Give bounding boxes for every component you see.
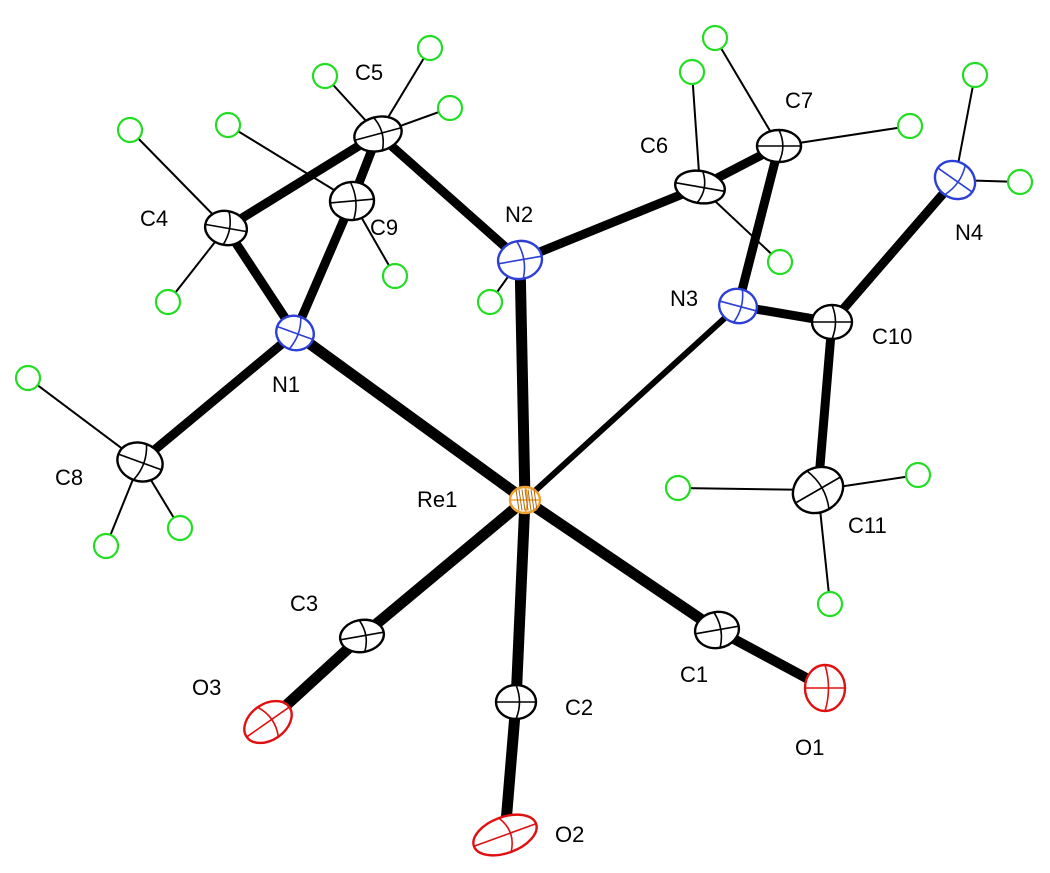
bond-c2-o2 [499,696,522,841]
hydrogen-atom [116,116,144,144]
atom-c10 [810,303,854,341]
label-c4: C4 [140,206,168,231]
atom-o3 [243,699,293,745]
label-c1: C1 [680,662,708,687]
atom-c8 [116,441,164,483]
atom-n4 [933,159,977,201]
label-c7: C7 [785,88,813,113]
label-c6: C6 [640,133,668,158]
hydrogen-atom [381,262,409,290]
hydrogen-atom [678,58,706,86]
label-n3: N3 [670,286,698,311]
label-o3: O3 [192,675,221,700]
label-n1: N1 [272,372,300,397]
hydrogen-atom [664,474,692,502]
bond-n2-c6 [515,182,705,265]
atom-c7 [755,128,803,164]
bond-c10-n4 [827,175,960,327]
hydrogen-atom [904,461,932,489]
h-bond [227,124,353,202]
atom-n2 [496,239,544,281]
atom-o2 [472,813,538,857]
bond-c7-n3 [733,141,784,311]
bond-n1-c9 [290,196,357,338]
hydrogen-atom [766,248,794,276]
bond-re1-n2 [514,254,531,506]
hydrogen-atom [311,62,339,90]
label-c2: C2 [565,695,593,720]
hydrogen-atom [476,288,504,316]
hydrogen-atom [961,61,989,89]
atom-labels: Re1 N1 N2 N3 N4 C1 C2 C3 C4 C5 C6 C7 C8 … [55,60,983,847]
bond-c10-c11 [813,317,837,495]
atom-c6 [674,169,726,205]
bond-n1-c4 [221,223,300,338]
hydrogen-atom [816,590,844,618]
atom-c2 [494,683,538,721]
hydrogen-atom [214,111,242,139]
label-o2: O2 [555,822,584,847]
bond-re1-c2 [510,494,531,708]
atom-c3 [338,618,386,654]
hydrogen-atom [416,34,444,62]
label-c11: C11 [848,513,887,538]
label-c3: C3 [290,591,318,616]
hydrogen-atom [92,532,120,560]
label-c9: C9 [370,215,398,240]
label-c10: C10 [872,324,912,349]
h-bond [129,129,227,229]
label-n4: N4 [955,220,983,245]
hydrogen-atoms [14,24,1034,618]
bond-re1-c3 [356,494,531,642]
heavy-atoms [116,115,977,857]
hydrogen-atom [166,514,194,542]
atom-c9 [328,180,376,222]
atom-o1 [803,663,847,713]
bond-re1-c1 [519,494,723,636]
atom-c11 [791,465,845,515]
bond-c5-n2 [373,129,525,265]
atom-c5 [353,115,403,153]
hydrogen-atom [154,288,182,316]
bond-re1-n1 [289,327,531,506]
h-bond [714,37,780,147]
hydrogen-atom [436,94,464,122]
bond-n1-c8 [135,328,300,467]
label-o1: O1 [795,735,824,760]
hydrogen-atom [701,24,729,52]
atom-c4 [203,209,249,247]
label-n2: N2 [505,202,533,227]
hydrogen-atom [1006,168,1034,196]
atom-n3 [717,287,759,325]
hydrogen-atom [896,112,924,140]
hydrogen-atom [14,364,42,392]
label-c8: C8 [55,465,83,490]
bond-re1-n3 [522,303,741,503]
bond-c4-c5 [221,129,383,233]
atom-re1 [508,485,542,515]
label-c5: C5 [355,60,383,85]
atom-n1 [275,314,315,352]
h-bond [691,71,701,188]
label-re1: Re1 [417,487,457,512]
atom-c1 [693,610,741,650]
